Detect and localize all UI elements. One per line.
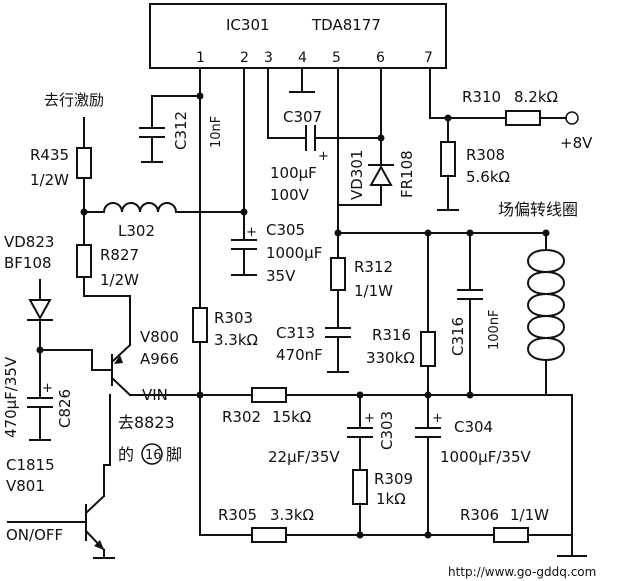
v801-ref: C1815 <box>6 456 55 474</box>
vin-label: VIN <box>142 386 168 404</box>
junction-dot <box>356 531 364 539</box>
r309-resistor <box>352 469 368 505</box>
c304-value: 1000μF/35V <box>440 448 531 466</box>
pin-number-circle <box>141 443 163 465</box>
c305-value2: 35V <box>266 267 296 285</box>
v801-value: V801 <box>6 477 45 495</box>
v800-value: A966 <box>140 350 179 368</box>
ic-pin-1: 1 <box>196 50 205 66</box>
ic301: IC301 TDA8177 1 2 3 4 5 6 7 <box>149 3 447 69</box>
l302-inductor <box>102 202 178 214</box>
r309-ref: R309 <box>374 470 413 488</box>
r302-value: 15kΩ <box>272 408 311 426</box>
ic-pin-4: 4 <box>298 50 307 66</box>
polarity-plus: + <box>42 381 53 396</box>
r302-ref: R302 <box>222 408 261 426</box>
c312-value: 10nF <box>209 116 224 148</box>
ic301-ref: IC301 <box>226 16 270 34</box>
r305-value: 3.3kΩ <box>270 506 314 524</box>
goto-pin-label-b: 脚 <box>166 445 182 464</box>
r303-value: 3.3kΩ <box>214 331 258 349</box>
polarity-plus: + <box>246 225 257 240</box>
r303-ref: R303 <box>214 309 253 327</box>
r308-ref: R308 <box>466 146 505 164</box>
vd301-value: FR108 <box>398 150 416 198</box>
vd823-diode <box>28 299 52 321</box>
goto-pin-label-a: 的 <box>118 445 134 464</box>
r306-ref: R306 <box>460 506 499 524</box>
c307-value2: 100V <box>270 186 310 204</box>
c826-ref: C826 <box>56 389 74 428</box>
c307-ref: C307 <box>283 108 322 126</box>
onoff-label: ON/OFF <box>6 526 63 544</box>
r316-ref: R316 <box>372 326 411 344</box>
ic-pin-2: 2 <box>240 50 249 66</box>
r305-ref: R305 <box>218 506 257 524</box>
r435-ref: R435 <box>30 146 69 164</box>
c303-ref: C303 <box>378 411 396 450</box>
supply-terminal[interactable] <box>565 111 579 125</box>
c305-ref: C305 <box>266 221 305 239</box>
r435-value: 1/2W <box>30 171 69 189</box>
vd301-ref: VD301 <box>348 150 366 200</box>
r310-ref: R310 <box>462 88 501 106</box>
goto-8823-label: 去8823 <box>118 413 175 432</box>
r312-ref: R312 <box>354 258 393 276</box>
v800-transistor <box>91 343 132 397</box>
c303-value: 22μF/35V <box>268 448 340 466</box>
r312-value: 1/1W <box>354 282 393 300</box>
ic-pin-5: 5 <box>332 50 341 66</box>
r435-resistor <box>76 147 92 179</box>
r306-resistor <box>493 527 529 543</box>
goto-pin-number: 16 <box>145 448 162 463</box>
polarity-plus: + <box>318 149 329 164</box>
c304-ref: C304 <box>454 418 493 436</box>
v801-transistor <box>84 494 106 552</box>
r306-value: 1/1W <box>510 506 549 524</box>
r827-resistor <box>76 244 92 278</box>
ic-pin-6: 6 <box>376 50 385 66</box>
r309-value: 1kΩ <box>376 490 406 508</box>
ic301-body <box>149 3 447 69</box>
r310-value: 8.2kΩ <box>514 88 558 106</box>
r303-resistor <box>192 307 208 343</box>
c305-value1: 1000μF <box>266 244 322 262</box>
vd301-diode <box>369 164 393 186</box>
vd823-value: BF108 <box>4 254 52 272</box>
polarity-plus: + <box>364 411 375 426</box>
polarity-plus: + <box>432 411 443 426</box>
ic-pin-3: 3 <box>264 50 273 66</box>
v800-ref: V800 <box>140 328 179 346</box>
r827-ref: R827 <box>100 246 139 264</box>
r310-resistor <box>505 110 541 126</box>
c826-value: 470μF/35V <box>2 356 20 438</box>
c313-ref: C313 <box>276 324 315 342</box>
drive-input-label: 去行激励 <box>44 91 104 109</box>
r308-value: 5.6kΩ <box>466 168 510 186</box>
r827-value: 1/2W <box>100 271 139 289</box>
source-url: http://www.go-gddq.com <box>448 565 596 579</box>
r305-resistor <box>251 527 287 543</box>
r316-resistor <box>420 331 436 367</box>
ic301-part: TDA8177 <box>311 16 381 34</box>
junction-dot <box>466 391 474 399</box>
c307-value1: 100μF <box>270 164 317 182</box>
c316-value: 100nF <box>487 309 502 350</box>
ic-pin-7: 7 <box>424 50 433 66</box>
r302-resistor <box>251 387 287 403</box>
r312-resistor <box>330 257 346 291</box>
vd823-ref: VD823 <box>4 233 54 251</box>
l302-ref: L302 <box>118 222 155 240</box>
c312-ref: C312 <box>172 111 190 150</box>
junction-dot <box>424 531 432 539</box>
r308-resistor <box>440 141 456 177</box>
c313-value: 470nF <box>276 346 323 364</box>
c316-ref: C316 <box>449 317 467 356</box>
yoke-label: 场偏转线圈 <box>498 200 578 219</box>
yoke-coil <box>527 248 565 362</box>
supply-label: +8V <box>560 134 593 152</box>
r316-value: 330kΩ <box>366 349 415 367</box>
